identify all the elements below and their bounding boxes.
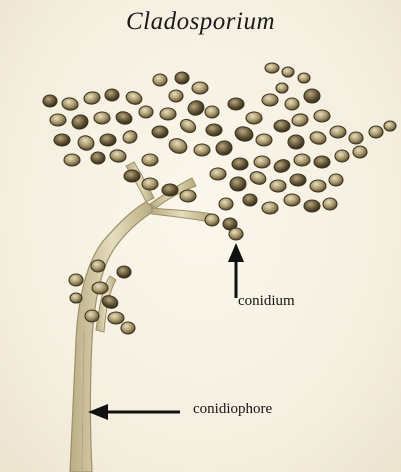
conidium-spore (369, 126, 383, 138)
conidium-spore (272, 158, 291, 175)
conidium-spore (70, 113, 89, 131)
conidium-spore (219, 198, 233, 210)
conidium-spore (349, 132, 363, 144)
conidium-spore (254, 156, 270, 168)
conidium-spore (262, 202, 278, 214)
conidium-spore (186, 99, 206, 118)
conidium-spore (314, 156, 330, 168)
conidium-spore (274, 120, 290, 132)
conidium-spore (329, 174, 343, 186)
conidium-spore (246, 112, 262, 124)
conidium-spore (50, 114, 66, 126)
conidium-spore (284, 194, 300, 206)
conidium-spore (206, 124, 222, 136)
conidium-spore (92, 282, 108, 294)
conidium-spore (294, 154, 310, 166)
conidium-spore (180, 190, 196, 202)
conidium-spore (330, 126, 346, 138)
conidium-spore (43, 95, 57, 107)
conidium-spore (232, 158, 248, 170)
conidium-spore (175, 72, 189, 84)
conidium-spore (228, 98, 244, 110)
conidium-spore (309, 130, 328, 146)
conidium-spore (109, 149, 127, 164)
conidium-spore (229, 228, 243, 240)
conidium-spore (230, 177, 246, 191)
conidium-spore (70, 293, 82, 303)
conidium-spore (282, 67, 294, 77)
conidium-spore (69, 274, 83, 286)
conidium-spore (139, 106, 153, 118)
conidium-spore (276, 83, 288, 93)
conidium-spore (160, 108, 176, 120)
conidium-spore (153, 74, 167, 86)
conidium-spore (76, 134, 96, 153)
conidium-spore (91, 260, 105, 272)
conidium-spore (205, 106, 219, 118)
conidiophore-arrow (88, 404, 180, 420)
conidium-spore (210, 168, 226, 180)
conidium-spore (270, 180, 286, 192)
conidium-spore (117, 266, 131, 278)
conidium-spore (215, 140, 233, 157)
conidium-spore (291, 113, 309, 128)
conidium-spore (152, 126, 168, 138)
conidium-spore (256, 134, 272, 146)
conidium-spore (248, 170, 267, 187)
conidium-spore (61, 97, 79, 112)
conidium-spore (121, 129, 138, 145)
conidium-spore (162, 184, 178, 196)
conidium-spore (94, 112, 110, 124)
conidium-spore (314, 110, 330, 122)
conidium-spore (142, 178, 158, 190)
conidium-spore (298, 73, 310, 83)
conidium-spore (323, 198, 337, 210)
conidium-spore (243, 194, 257, 206)
conidium-spore (167, 136, 189, 155)
conidium-spore (384, 121, 396, 131)
conidium-spore (108, 312, 124, 324)
conidium-spore (290, 174, 306, 186)
conidium-spore (262, 94, 278, 106)
conidium-spore (310, 180, 326, 192)
conidium-spore (169, 90, 183, 102)
conidia-cluster (43, 63, 396, 334)
conidium-spore (335, 150, 349, 162)
conidium-spore (85, 310, 99, 322)
conidium-label: conidium (238, 293, 295, 310)
conidium-spore (192, 82, 208, 94)
conidium-spore (121, 322, 135, 334)
conidium-spore (205, 214, 219, 226)
conidium-spore (288, 135, 304, 149)
conidium-spore (105, 89, 119, 101)
conidium-spore (304, 200, 320, 212)
conidium-spore (124, 170, 140, 182)
conidium-spore (54, 134, 70, 146)
conidium-spore (285, 98, 299, 110)
conidium-spore (265, 63, 279, 73)
conidium-spore (304, 89, 320, 103)
conidium-spore (115, 110, 134, 126)
conidium-arrow (228, 243, 244, 298)
conidium-spore (83, 91, 101, 106)
conidium-spore (91, 152, 105, 164)
conidiophore-label: conidiophore (193, 401, 272, 418)
conidium-spore (194, 144, 210, 156)
conidium-spore (142, 154, 158, 166)
conidium-spore (178, 117, 198, 135)
conidium-spore (100, 134, 116, 146)
conidium-spore (124, 90, 143, 107)
conidium-spore (64, 154, 80, 166)
conidium-spore (353, 146, 367, 158)
conidium-spore (233, 125, 254, 143)
